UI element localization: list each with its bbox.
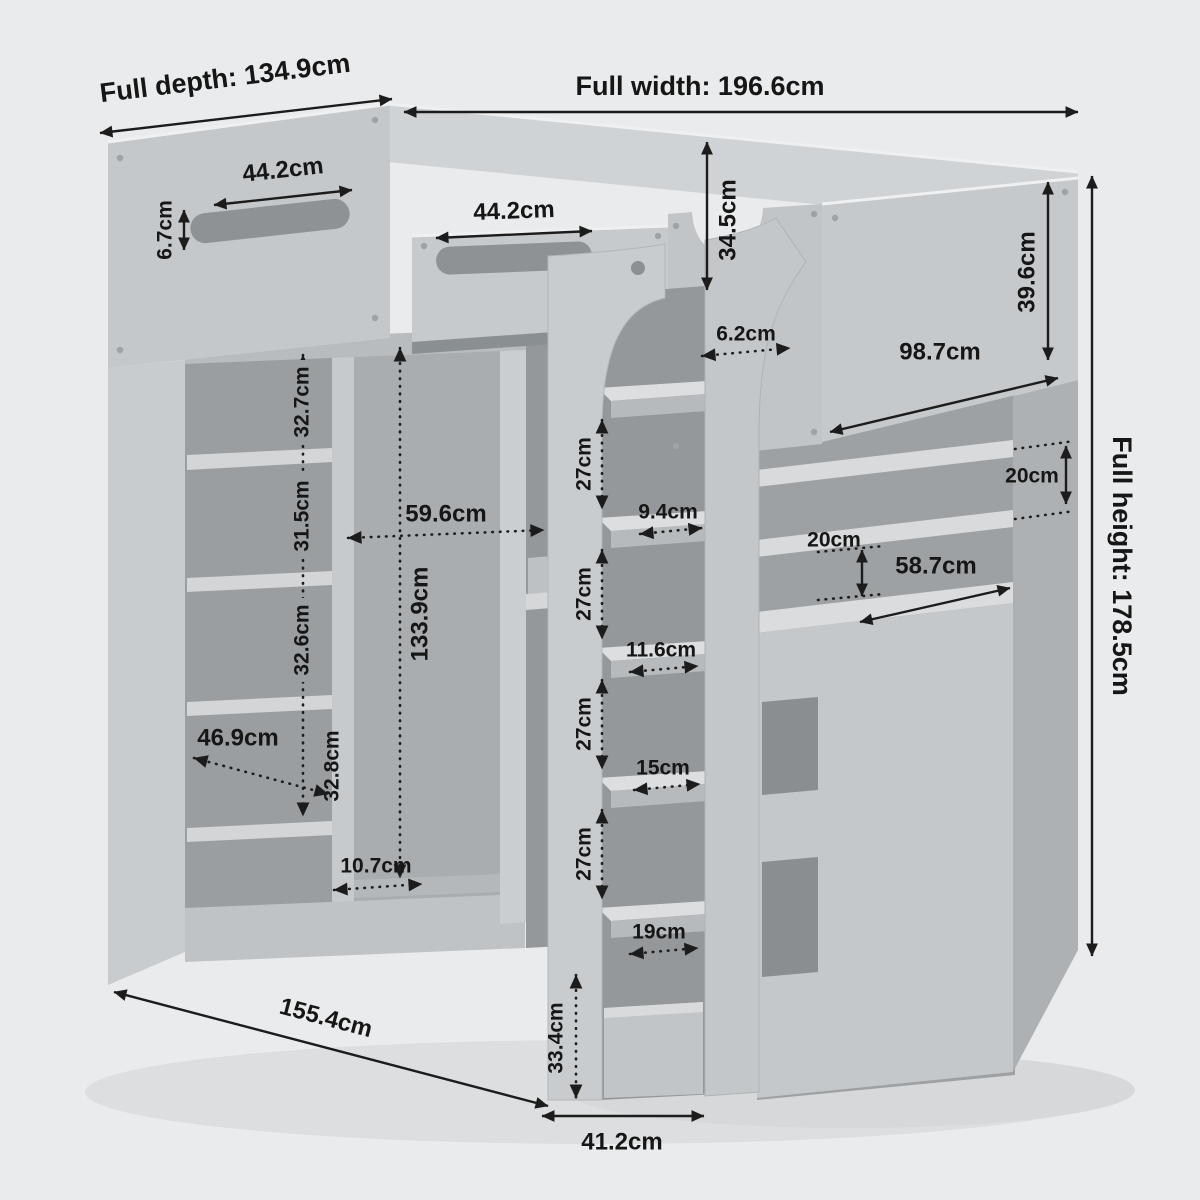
dimension-left-shelves: 32.7cm 31.5cm 32.6cm 32.8cm xyxy=(288,353,344,818)
cubby-small-label: 15cm xyxy=(636,757,690,780)
bottom-step-label: 33.4cm xyxy=(545,1002,568,1073)
cabinet-front xyxy=(757,603,1013,1098)
wardrobe-right-panel xyxy=(500,330,526,924)
cutout-height-label: 6.7cm xyxy=(154,200,177,260)
dimension-ladder-base: 41.2cm xyxy=(541,1110,705,1156)
desk-width-label: 58.7cm xyxy=(895,553,976,580)
cubby-opening-large xyxy=(762,857,818,977)
side-handle-cutout xyxy=(190,198,350,244)
dimension-front-cutout: 44.2cm xyxy=(435,196,593,244)
rail-height-label: 39.6cm xyxy=(1014,231,1041,312)
step-gap-4-label: 27cm xyxy=(573,827,596,881)
dimension-desk-gap: 11.6cm xyxy=(626,639,700,678)
step-drawer xyxy=(604,1002,703,1098)
wardrobe-width-label: 59.6cm xyxy=(405,501,486,528)
dimension-bottom-step: 33.4cm xyxy=(545,973,583,1100)
right-panel-depth-label: 98.7cm xyxy=(899,339,980,366)
full-width-label: Full width: 196.6cm xyxy=(575,71,824,101)
dimension-full-width: Full width: 196.6cm xyxy=(403,71,1079,118)
right-shelf-outer-label: 20cm xyxy=(1005,465,1059,488)
step-drawer-top xyxy=(604,1002,703,1018)
shelf-gap-2-label: 31.5cm xyxy=(291,480,314,551)
shelf-board xyxy=(187,821,332,842)
shelf-diagonal-label: 46.9cm xyxy=(197,725,278,752)
right-side-panel-lower xyxy=(1013,380,1078,1072)
stringer-hole xyxy=(631,261,645,275)
cubby-large-label: 19cm xyxy=(632,921,686,944)
dimension-shelf-diagonal: 46.9cm xyxy=(192,725,330,797)
desk-gap-label: 11.6cm xyxy=(626,639,696,662)
dimension-cutout-height: 6.7cm xyxy=(154,200,190,260)
dimension-cubby-large: 19cm xyxy=(628,921,700,960)
step-gap-1-label: 27cm xyxy=(573,437,596,491)
ladder-left-stringer xyxy=(547,243,666,1101)
shelf-gap-3-label: 32.6cm xyxy=(291,604,314,675)
dimension-cubby-small: 15cm xyxy=(632,757,702,796)
dimension-annotations: Full depth: 134.9cm Full width: 196.6cm … xyxy=(98,48,1137,1156)
dimension-right-panel-depth: 98.7cm xyxy=(829,339,1059,435)
top-step-depth-label: 9.4cm xyxy=(638,501,698,524)
full-height-label: Full height: 178.5cm xyxy=(1107,436,1137,696)
dimension-full-height: Full height: 178.5cm xyxy=(1086,175,1137,957)
wardrobe-plinth xyxy=(185,894,525,962)
dimension-top-step-depth: 9.4cm xyxy=(638,501,704,540)
rail-to-base-label: 34.5cm xyxy=(715,179,742,260)
ladder-base-label: 41.2cm xyxy=(581,1129,662,1156)
dimension-desk-width: 58.7cm xyxy=(859,553,1011,626)
wardrobe-height-label: 133.9cm xyxy=(407,567,434,662)
right-bed-panel-edge xyxy=(821,176,1079,206)
dimension-slat-spacing: 6.2cm xyxy=(700,323,792,362)
dimension-rail-height: 39.6cm xyxy=(1014,181,1054,361)
shelf-gap-1-label: 32.7cm xyxy=(291,366,314,437)
dimension-plinth-height: 10.7cm xyxy=(332,855,424,896)
dimension-step-gaps: 27cm 27cm 27cm 27cm xyxy=(573,418,609,901)
right-shelf-board-2 xyxy=(757,510,1013,557)
shelf-board xyxy=(187,571,332,592)
plinth-height-label: 10.7cm xyxy=(340,855,411,878)
dimension-wardrobe-width: 59.6cm xyxy=(346,501,546,544)
cubby-opening-small xyxy=(762,697,818,795)
shelf-board xyxy=(187,695,332,716)
screw-dots xyxy=(116,116,1069,450)
shelf-board xyxy=(187,448,332,470)
right-storage-unit xyxy=(757,292,1078,1100)
dimension-wardrobe-height: 133.9cm xyxy=(393,346,434,880)
front-cutout-label: 44.2cm xyxy=(473,196,555,226)
dimension-rail-to-base: 34.5cm xyxy=(701,141,742,291)
ladder xyxy=(547,217,807,1101)
shelf-divider xyxy=(332,335,354,930)
step-gap-2-label: 27cm xyxy=(573,567,596,621)
right-shelf-inner-label: 20cm xyxy=(807,529,861,552)
shelf-gap-4-label: 32.8cm xyxy=(321,730,344,801)
slat-spacing-label: 6.2cm xyxy=(716,323,776,346)
right-shelf-board-1 xyxy=(757,440,1013,487)
step-gap-3-label: 27cm xyxy=(573,697,596,751)
ladder-right-stringer xyxy=(704,217,807,1097)
dimension-right-shelf-outer: 20cm xyxy=(1005,439,1077,521)
left-lower-panel xyxy=(108,360,185,985)
